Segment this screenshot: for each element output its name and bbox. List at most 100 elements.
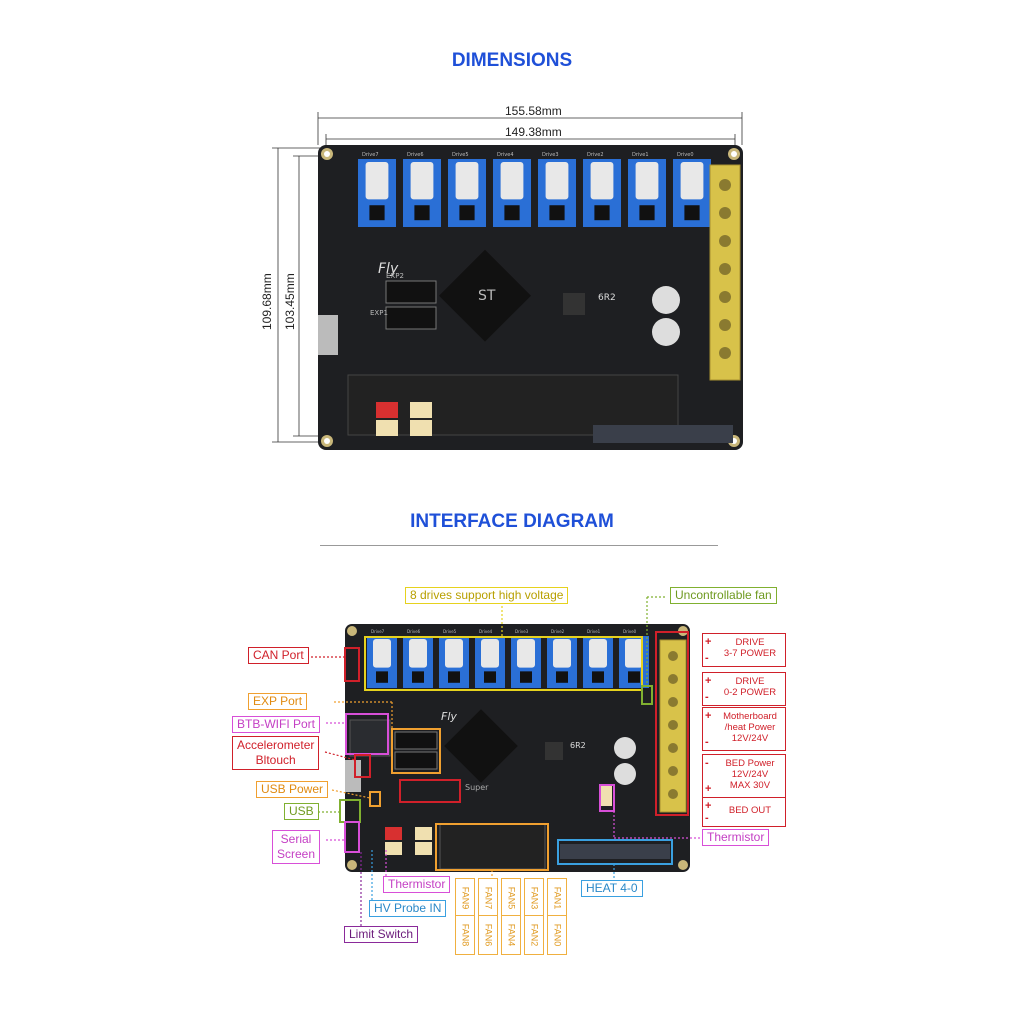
inductor-label: 6R2 xyxy=(598,293,616,303)
power-label-4: +- BED OUT xyxy=(702,797,786,827)
fan-label-top-2: FAN5 xyxy=(501,878,521,918)
top-driver-chip xyxy=(639,205,655,221)
thermistor-right-label: Thermistor xyxy=(702,829,770,846)
fan-label-bottom-3: FAN2 xyxy=(524,915,544,955)
usb-label: USB xyxy=(284,803,319,820)
inductor-label-bottom: 6R2 xyxy=(570,741,586,750)
bottom-driver-capacitor xyxy=(373,639,391,668)
bottom-driver-chip xyxy=(556,671,568,683)
serial-screen-label-line1: Serial xyxy=(280,832,312,846)
bottom-driver-capacitor xyxy=(553,639,571,668)
top-driver-chip xyxy=(594,205,610,221)
serial-screen-label-line2: Screen xyxy=(277,847,316,861)
bottom-drive-label: Drive1 xyxy=(587,629,601,634)
top-driver-chip xyxy=(369,205,385,221)
power-sign: + xyxy=(705,636,712,648)
fan-label-text: FAN6 xyxy=(483,923,494,947)
fan-label-text: FAN8 xyxy=(460,923,471,947)
power-text-line: 12V/24V xyxy=(731,733,769,744)
bottom-drive-label: Drive3 xyxy=(515,629,529,634)
outer-width-label: 155.58mm xyxy=(505,104,562,118)
power-text-line: MAX 30V xyxy=(729,780,771,791)
accelerometer-label-line1: Accelerometer xyxy=(237,738,315,752)
fan-label-bottom-4: FAN0 xyxy=(547,915,567,955)
bottom-driver-chip xyxy=(448,671,460,683)
bottom-drive-label: Drive6 xyxy=(407,629,421,634)
top-drive-label: Drive7 xyxy=(362,152,379,158)
top-driver-chip xyxy=(414,205,430,221)
bottom-driver-chip xyxy=(376,671,388,683)
title-divider xyxy=(320,545,718,546)
power-text-line: BED OUT xyxy=(728,805,772,816)
top-drive-label: Drive5 xyxy=(452,152,469,158)
bottom-driver-capacitor xyxy=(625,639,643,668)
top-driver-chip xyxy=(549,205,565,221)
fan-label-text: FAN7 xyxy=(483,886,494,910)
dimensions-title: DIMENSIONS xyxy=(451,50,573,71)
top-driver-capacitor xyxy=(455,162,479,200)
bottom-driver-chip xyxy=(592,671,604,683)
fan-label-top-0: FAN9 xyxy=(455,878,475,918)
power-text-line: Motherboard xyxy=(723,711,777,722)
bottom-driver-capacitor xyxy=(409,639,427,668)
fan-label-text: FAN5 xyxy=(506,886,517,910)
power-text-line: DRIVE xyxy=(735,637,765,648)
top-driver-capacitor xyxy=(590,162,614,200)
brand-text: Fly xyxy=(378,261,399,277)
fan-label-bottom-0: FAN8 xyxy=(455,915,475,955)
top-drive-label: Drive3 xyxy=(542,152,559,158)
exp2-label: EXP2 xyxy=(386,272,404,280)
drives-label: 8 drives support high voltage xyxy=(405,587,569,604)
top-driver-chip xyxy=(504,205,520,221)
top-driver-capacitor xyxy=(635,162,659,200)
fan-label-top-3: FAN3 xyxy=(524,878,544,918)
fan-label-bottom-1: FAN6 xyxy=(478,915,498,955)
power-sign: + xyxy=(705,800,712,812)
power-text-line: 3-7 POWER xyxy=(723,648,777,659)
power-sign: + xyxy=(705,783,712,795)
bottom-driver-capacitor xyxy=(445,639,463,668)
top-drive-label: Drive6 xyxy=(407,152,424,158)
exp-port-label: EXP Port xyxy=(248,693,308,710)
accelerometer-label: Accelerometer Bltouch xyxy=(232,736,320,770)
fan-label-text: FAN1 xyxy=(552,886,563,910)
top-driver-chip xyxy=(459,205,475,221)
mcu-logo: ST xyxy=(478,288,496,304)
fan-label-top-4: FAN1 xyxy=(547,878,567,918)
power-sign: + xyxy=(705,710,712,722)
top-driver-chip xyxy=(684,205,700,221)
bottom-driver-chip xyxy=(628,671,640,683)
brand-text-bottom: Fly xyxy=(441,710,457,723)
exp1-label: EXP1 xyxy=(370,309,388,317)
fan-label-text: FAN0 xyxy=(552,923,563,947)
top-driver-capacitor xyxy=(410,162,434,200)
limit-switch-label: Limit Switch xyxy=(344,926,419,943)
btb-wifi-label: BTB-WIFI Port xyxy=(232,716,320,733)
bottom-drive-label: Drive0 xyxy=(623,629,637,634)
bottom-driver-chip xyxy=(520,671,532,683)
power-text-line: DRIVE xyxy=(735,676,765,687)
top-drive-label: Drive2 xyxy=(587,152,604,158)
hv-probe-label: HV Probe IN xyxy=(369,900,447,917)
bottom-drive-label: Drive7 xyxy=(371,629,385,634)
fan-label-top-1: FAN7 xyxy=(478,878,498,918)
power-text-line: BED Power xyxy=(725,758,775,769)
power-sign: - xyxy=(705,812,709,824)
inner-width-label: 149.38mm xyxy=(505,125,562,139)
usb-power-label: USB Power xyxy=(256,781,329,798)
bottom-drive-label: Drive4 xyxy=(479,629,493,634)
fan-label-text: FAN4 xyxy=(506,923,517,947)
interface-diagram-title: INTERFACE DIAGRAM xyxy=(410,511,614,532)
power-text: BED OUT xyxy=(715,798,785,816)
can-port-label: CAN Port xyxy=(248,647,309,664)
power-sign: - xyxy=(705,652,709,664)
